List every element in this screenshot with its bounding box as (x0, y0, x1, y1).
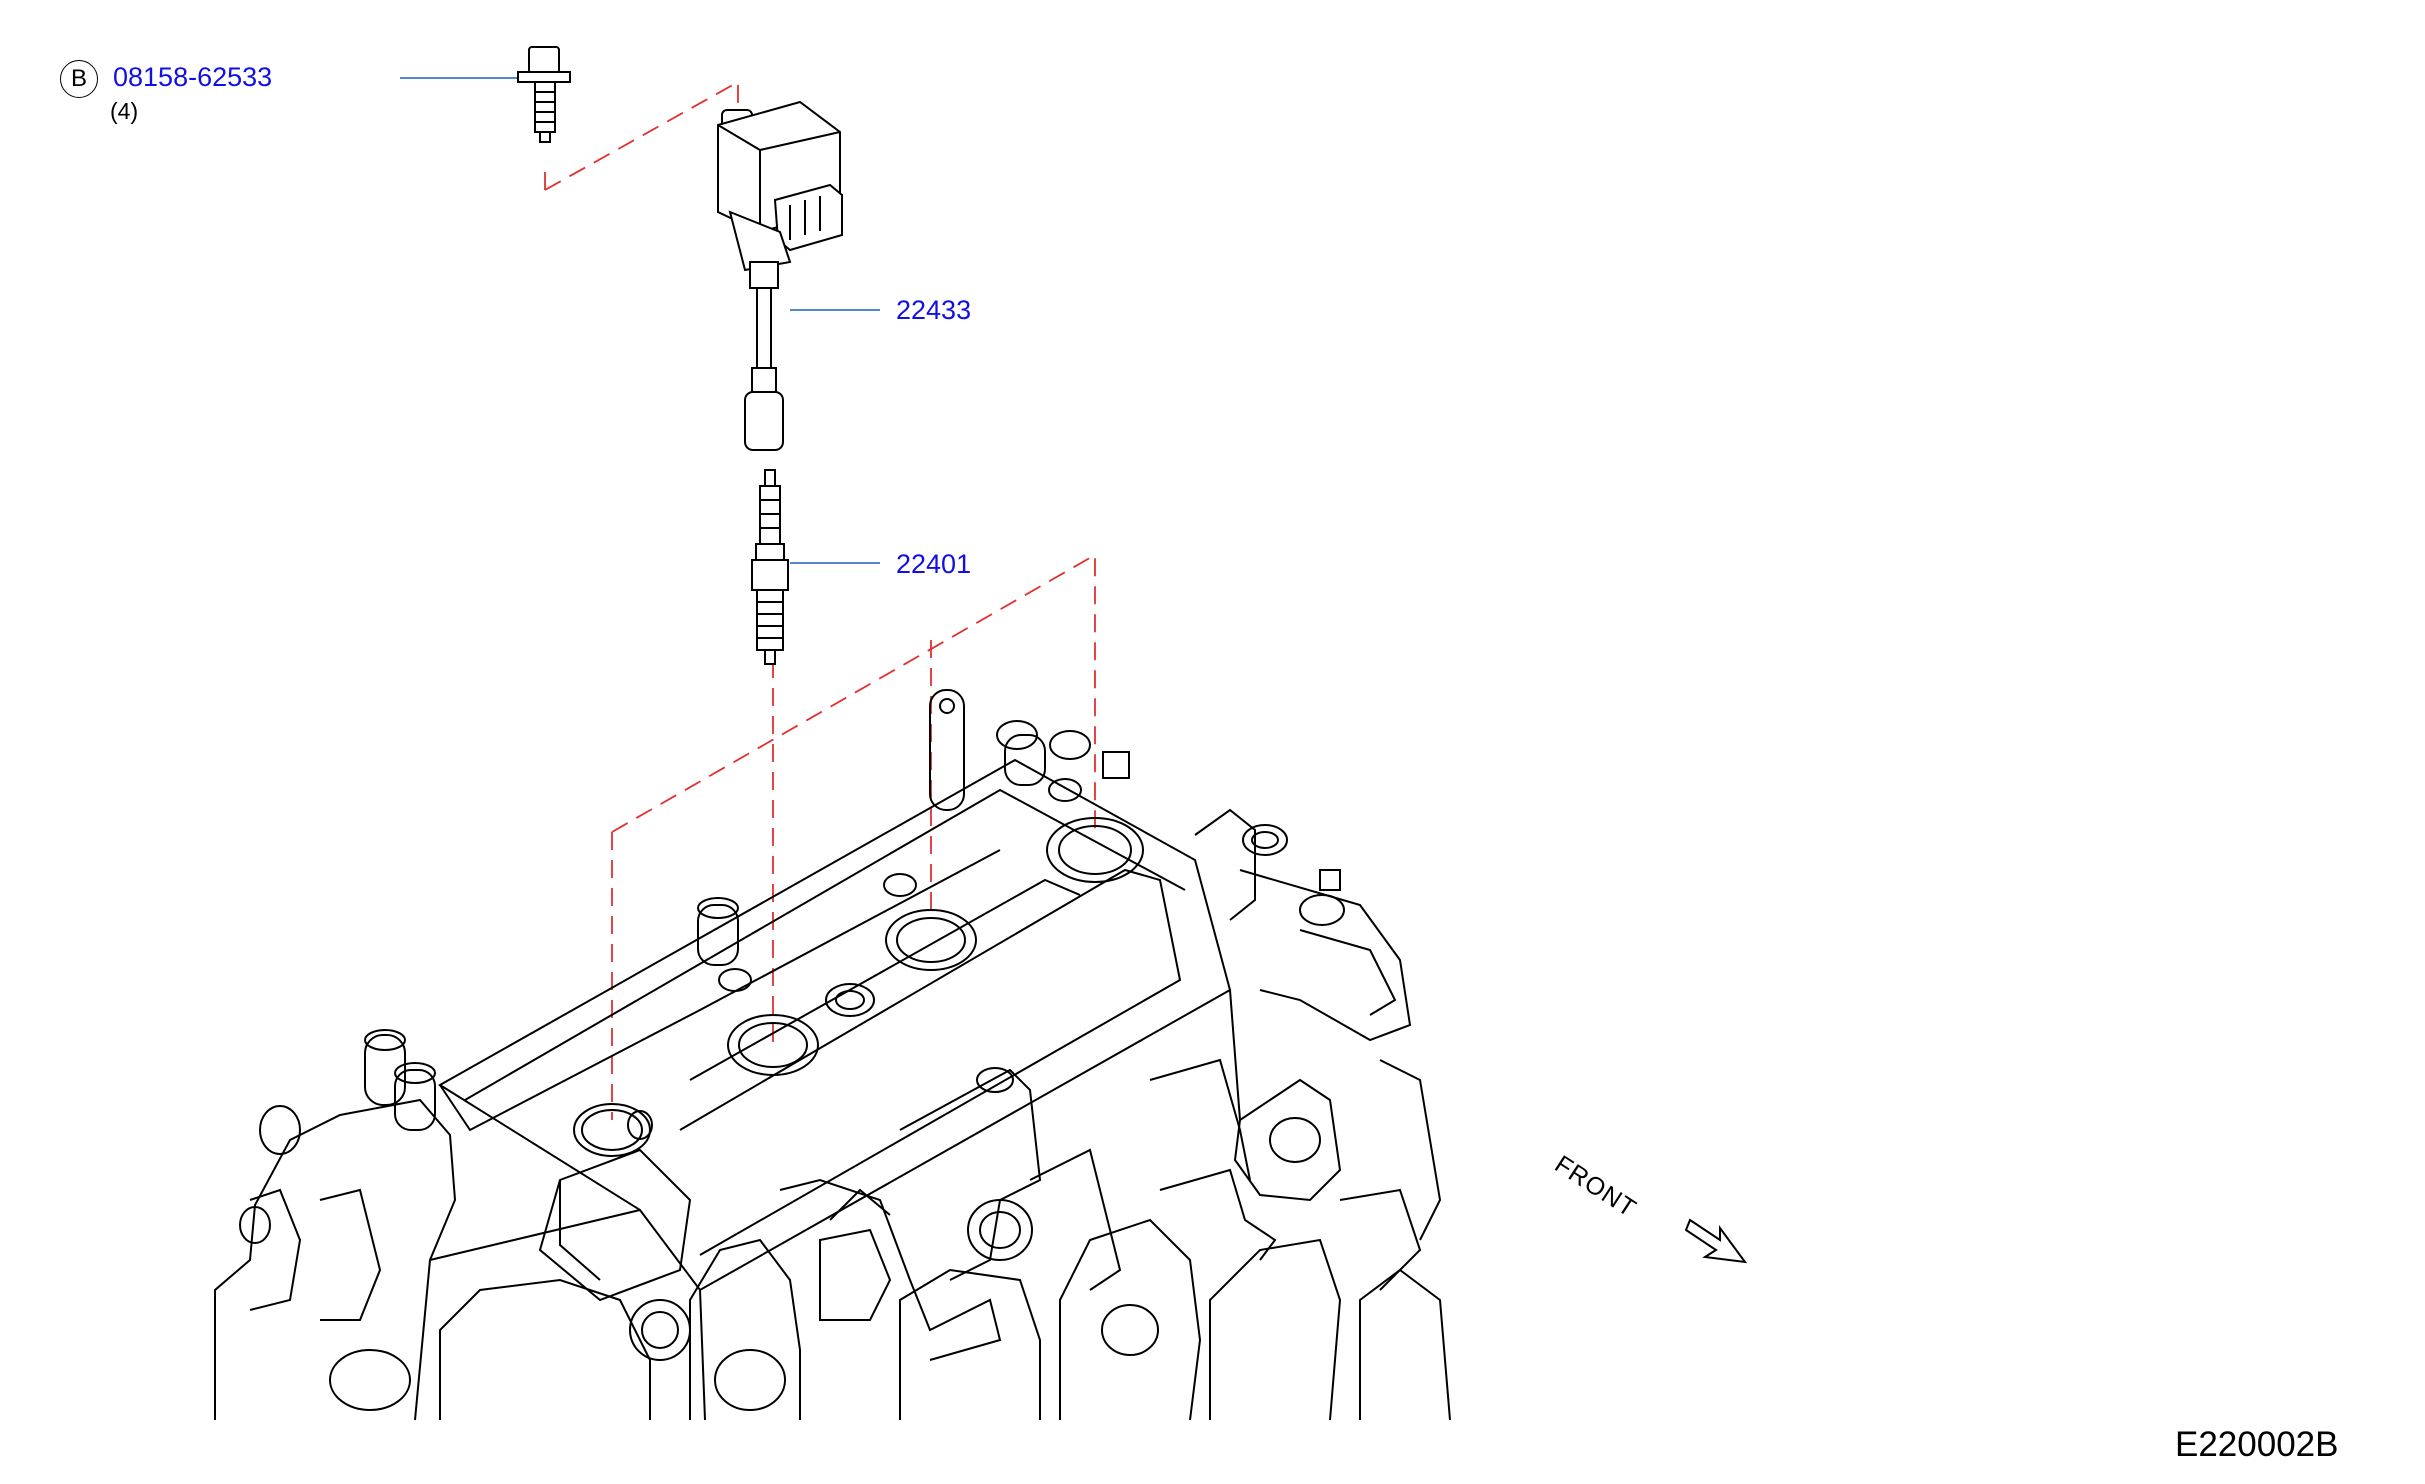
bolt-part-number-link[interactable]: 08158-62533 (113, 62, 273, 92)
bolt-drawing (517, 46, 571, 143)
spark-plug-drawing (751, 469, 789, 665)
ignition-coil-part-number-link[interactable]: 22433 (896, 295, 972, 325)
ignition-coil-drawing (717, 100, 843, 451)
engine-cylinder-head-drawing (214, 689, 1451, 1421)
diagram-code: E220002B (2175, 1425, 2339, 1464)
front-arrow-icon (1684, 1218, 1748, 1264)
bolt-quantity: (4) (110, 98, 139, 124)
spark-plug-part-number-link[interactable]: 22401 (896, 549, 972, 579)
leader-lines (400, 77, 880, 564)
bolt-reference-circle: B (60, 60, 98, 98)
